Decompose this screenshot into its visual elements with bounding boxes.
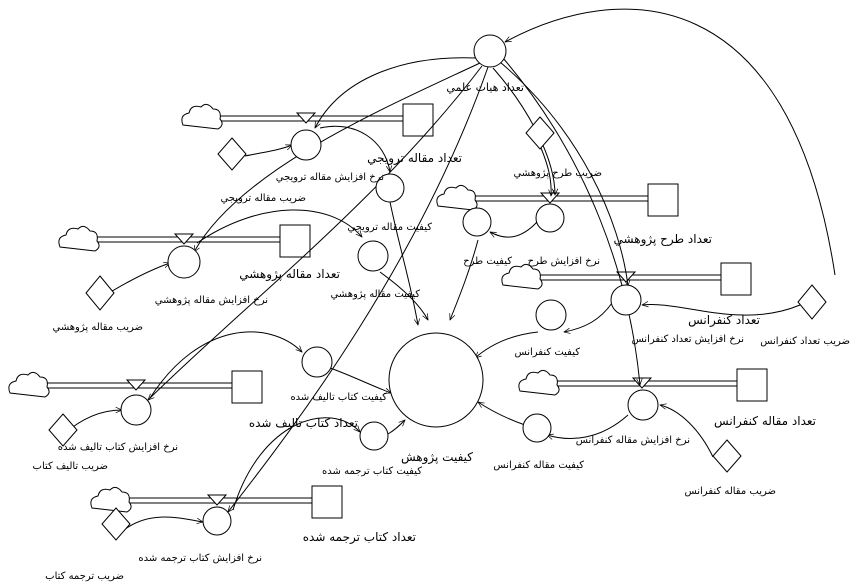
coefficients <box>48 116 827 541</box>
aux-node <box>167 245 201 279</box>
stock-box <box>647 183 679 217</box>
cloud-icon <box>90 486 132 513</box>
constant-diamond <box>101 507 131 541</box>
label-rate-tarviji: نرخ افزايش مقاله ترويجي <box>276 172 384 183</box>
valve-icon <box>206 494 228 506</box>
label-rate-tarjome: نرخ افزايش كتاب ترجمه شده <box>138 553 262 564</box>
constant-diamond <box>797 284 827 320</box>
constant-diamond <box>217 137 247 171</box>
label-qual-conf: كيفيت كنفرانس <box>514 347 580 358</box>
stock-box <box>279 224 311 258</box>
aux-node <box>375 173 405 203</box>
stocks <box>231 103 768 519</box>
label-coef-tarviji: ضريب مقاله ترويجي <box>220 193 306 204</box>
aux-node <box>120 394 152 426</box>
label-coef-tarjome: ضريب ترجمه كتاب <box>45 571 124 582</box>
cloud-icon <box>436 184 478 211</box>
label-rate-taalif: نرخ افزايش كتاب تاليف شده <box>58 442 178 453</box>
cloud-icon <box>518 369 560 396</box>
labels: تعداد هيات علمي تعداد مقاله ترويجي نرخ ا… <box>33 81 850 582</box>
label-qual-tarjome: كيفيت كتاب ترجمه شده <box>322 466 422 477</box>
aux-node <box>462 207 492 237</box>
label-stock-tarviji: تعداد مقاله ترويجي <box>367 151 462 166</box>
aux-node <box>202 506 232 536</box>
valves <box>125 112 653 506</box>
valve-icon <box>173 233 195 245</box>
label-rate-conf-paper: نرخ افزايش مقاله كنفرانس <box>576 435 690 446</box>
aux-node <box>301 346 333 378</box>
label-stock-pajooheshi: تعداد مقاله پژوهشي <box>239 267 340 282</box>
label-stock-conf: تعداد كنفرانس <box>688 313 760 328</box>
stock-box <box>231 370 263 404</box>
aux-node <box>627 389 659 421</box>
label-qual-taalif: كيفيت كتاب تاليف شده <box>290 392 387 403</box>
label-rate-pajooheshi: نرخ افزايش مقاله پژوهشي <box>155 295 268 306</box>
constant-diamond <box>712 439 742 473</box>
label-coef-pajooheshi: ضريب مقاله پژوهشي <box>53 322 144 333</box>
cloud-icon <box>58 225 100 252</box>
valve-icon <box>125 379 147 391</box>
aux-node <box>290 129 322 161</box>
aux-node <box>357 240 389 272</box>
valve-icon <box>295 112 317 124</box>
label-n-hayat: تعداد هيات علمي <box>446 81 524 94</box>
cloud-icon <box>501 263 543 290</box>
cloud-icon <box>8 371 50 398</box>
stock-box <box>720 262 752 296</box>
stock-box <box>736 368 768 402</box>
label-quality-research: كيفيت پژوهش <box>401 450 473 465</box>
aux-node <box>359 421 389 451</box>
label-qual-tarviji: كيفيت مقاله ترويجي <box>347 222 432 233</box>
label-qual-pajooheshi: كيفيت مقاله پژوهشي <box>330 289 420 300</box>
label-qual-tarh: كيفيت طرح <box>463 256 512 267</box>
aux-node <box>535 203 565 233</box>
label-coef-conf-paper: ضريب مقاله كنفرانس <box>684 486 776 497</box>
label-stock-tarh: تعداد طرح پژوهشي <box>614 232 712 247</box>
label-coef-conf: ضريب تعداد كنفرانس <box>760 336 850 347</box>
clouds <box>8 103 560 513</box>
constant-diamond <box>525 116 555 150</box>
label-rate-conf: نرخ افزايش تعداد كنفرانس <box>632 334 744 345</box>
cloud-icon <box>181 103 223 130</box>
label-qual-conf-paper: كيفيت مقاله كنفرانس <box>493 460 584 471</box>
label-coef-tarh: ضريب طرح پژوهشي <box>513 168 602 179</box>
auxiliaries <box>120 34 659 536</box>
label-stock-taalif: تعداد كتاب تاليف شده <box>249 416 358 430</box>
label-coef-taalif: ضريب تاليف كتاب <box>33 461 108 472</box>
constant-diamond <box>85 275 115 311</box>
label-stock-conf-paper: تعداد مقاله كنفرانس <box>714 414 816 429</box>
main-quality-node <box>388 332 484 428</box>
aux-node <box>610 284 642 316</box>
aux-node <box>522 413 552 443</box>
aux-node <box>473 34 507 68</box>
stock-box <box>311 485 343 519</box>
constant-diamond <box>48 413 78 447</box>
label-rate-tarh: نرخ افزايش طرح <box>528 256 600 267</box>
aux-node <box>535 299 567 331</box>
label-stock-tarjome: تعداد كتاب ترجمه شده <box>303 530 416 545</box>
